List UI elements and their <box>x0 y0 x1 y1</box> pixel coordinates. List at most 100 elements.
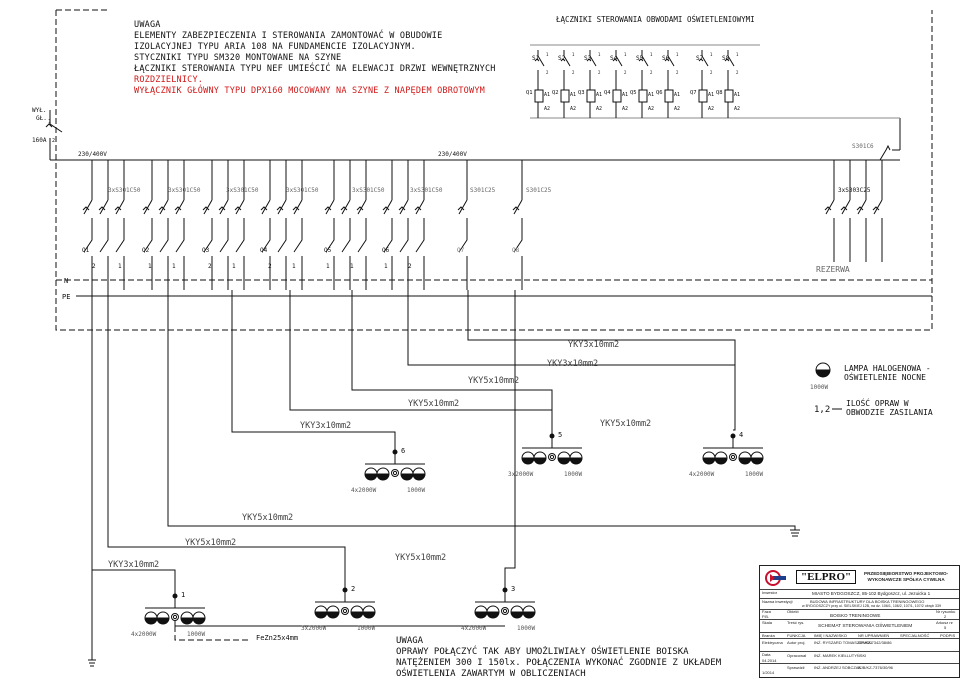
control-switch-label: S4 <box>610 55 618 62</box>
terminal-number: 2 <box>598 70 601 75</box>
floodlight-icon <box>400 473 414 481</box>
rail-label: PE <box>62 293 70 301</box>
reserve-label: REZERWA <box>816 265 850 274</box>
terminal-number: 1 <box>384 263 388 270</box>
rail-label: N <box>64 277 68 285</box>
floodlight-icon <box>702 451 716 459</box>
elpro-logo-icon <box>765 570 786 586</box>
col-header: FUNKCJA <box>787 633 806 638</box>
feeder-cable <box>407 290 735 366</box>
coil-terminal: A2 <box>734 106 740 112</box>
breaker-trip <box>382 206 390 211</box>
pole-icon <box>342 608 348 614</box>
contactor-coil <box>638 89 648 103</box>
feeder-cable <box>351 290 553 436</box>
brand-name: "ELPRO" <box>796 570 857 584</box>
contactor-pole <box>325 232 335 290</box>
main-switch-actuator <box>45 123 53 128</box>
cable-label: YKY3x10mm2 <box>568 340 619 350</box>
floodlight-icon <box>314 611 328 619</box>
coil-terminal: A2 <box>648 106 654 112</box>
floodlight-icon <box>750 451 764 459</box>
contactor-pole <box>159 232 169 290</box>
coil-terminal: A2 <box>622 106 628 112</box>
terminal-number: 2 <box>650 70 653 75</box>
phase-label: Faza <box>762 609 771 614</box>
name-cell: INŻ. RYSZARD TOMASZEWSKI <box>814 640 873 645</box>
coil-terminal: A1 <box>708 92 714 98</box>
breaker-pole <box>203 199 213 232</box>
breaker-trip <box>824 206 832 211</box>
pole-number: 4 <box>739 431 743 439</box>
floodlight-icon <box>714 451 728 459</box>
floodlight-icon <box>400 467 414 475</box>
terminal-number: 1 <box>710 52 713 57</box>
control-switch <box>615 50 623 84</box>
feeder-cable <box>91 290 176 596</box>
breaker-pole <box>115 199 125 232</box>
breaker-label: 3xS301C50 <box>168 187 201 194</box>
breaker-label: S301C25 <box>470 187 496 194</box>
breaker-pole <box>341 199 351 232</box>
contactor-coil <box>698 89 708 103</box>
breaker-label: 3xS303C25 <box>838 187 871 194</box>
terminal-number: 2 <box>408 263 412 270</box>
terminal-number: 1 <box>624 52 627 57</box>
contactor-label: Q3 <box>202 247 210 254</box>
pole-rating: 1000W <box>745 471 763 478</box>
coil-terminal: A1 <box>544 92 550 98</box>
role-cell: Opracował <box>787 653 807 658</box>
content-label: Treść rys. <box>787 620 805 625</box>
pole-icon <box>502 608 508 614</box>
breaker-trip <box>142 206 150 211</box>
bottom-note-line: OPRAWY POŁĄCZYĆ TAK ABY UMOŻLIWIAŁY OŚWI… <box>396 647 689 657</box>
pole-number: 1 <box>181 591 185 599</box>
breaker-pole <box>825 199 835 232</box>
legend-text: OŚWIETLENIE NOCNE <box>844 371 926 382</box>
role-cell: Autor proj. <box>787 640 806 645</box>
breaker-trip <box>856 206 864 211</box>
breaker-trip <box>414 206 422 211</box>
main-switch-label: GŁ. <box>36 115 47 122</box>
contactor-coil <box>612 89 622 103</box>
pole-rating: 4x2000W <box>689 471 715 478</box>
contactor-label: Q2 <box>142 247 150 254</box>
pole-rating: 3x2000W <box>508 471 534 478</box>
bottom-note-line: UWAGA <box>396 636 424 646</box>
floodlight-icon <box>326 605 340 613</box>
drawing-no: 2 <box>944 614 947 619</box>
control-switch-label: S6 <box>662 55 670 62</box>
floodlight-icon <box>533 457 547 465</box>
investor-label: Inwestor <box>762 590 778 595</box>
date-cell: 04.2014 <box>762 658 777 663</box>
contactor-coil <box>724 89 734 103</box>
breaker-pole <box>873 199 883 232</box>
contactor-pole <box>399 232 409 290</box>
control-switch-label: S1 <box>532 55 540 62</box>
note-line: UWAGA <box>134 20 161 30</box>
breaker-trip <box>234 206 242 211</box>
coil-label: Q7 <box>690 90 697 96</box>
breaker-pole <box>235 199 245 232</box>
contactor-pole <box>219 232 229 290</box>
breaker-trip <box>158 206 166 211</box>
breaker-trip <box>260 206 268 211</box>
coil-terminal: A1 <box>648 92 654 98</box>
cable-label: YKY5x10mm2 <box>600 419 651 429</box>
terminal-number: 2 <box>52 138 55 144</box>
breaker-label: 3xS301C50 <box>108 187 141 194</box>
floodlight-icon <box>192 611 206 619</box>
license-cell: GP-KZ-7342/38/86 <box>858 640 892 645</box>
floodlight-icon <box>714 457 728 465</box>
drawing-no-label: Nr rysunku <box>936 609 956 614</box>
floodlight-icon <box>510 605 524 613</box>
floodlight-icon <box>486 605 500 613</box>
pole-icon <box>730 454 736 460</box>
terminal-number: 2 <box>676 70 679 75</box>
control-switch <box>641 50 649 84</box>
contactor-coil <box>534 89 544 103</box>
breaker-pole <box>513 199 523 232</box>
control-switch-actuator <box>664 58 670 62</box>
pole-rating: 4x2000W <box>131 631 157 638</box>
